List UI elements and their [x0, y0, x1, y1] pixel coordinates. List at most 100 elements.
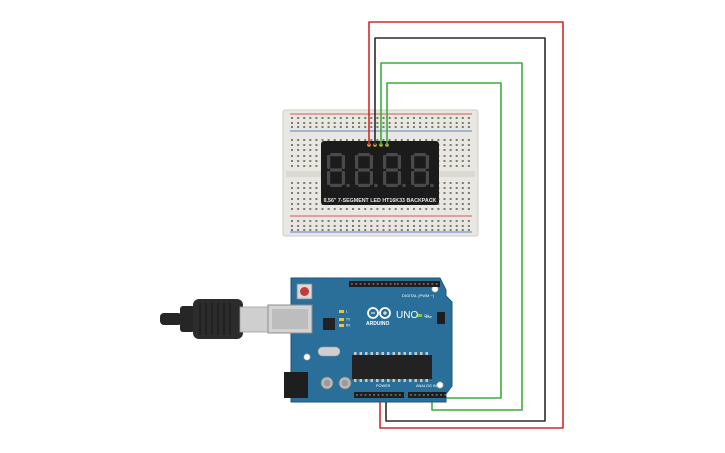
- breadboard-hole: [449, 229, 452, 231]
- breadboard-hole: [309, 139, 312, 141]
- usb-plug-grip: [199, 303, 231, 335]
- segment-b: [397, 155, 401, 169]
- breadboard-hole: [333, 220, 336, 222]
- breadboard-hole: [455, 208, 458, 210]
- breadboard-hole: [413, 229, 415, 231]
- breadboard-hole: [376, 139, 379, 141]
- chip-pin: [359, 352, 362, 355]
- segment-g: [330, 168, 342, 172]
- breadboard-hole: [291, 149, 293, 151]
- breadboard-hole: [455, 144, 458, 146]
- digital-header-right[interactable]: [395, 281, 440, 287]
- breadboard-hole: [315, 208, 318, 210]
- analog-label: ANALOG IN: [416, 384, 437, 388]
- breadboard-hole: [352, 139, 354, 141]
- breadboard-hole: [388, 117, 391, 119]
- breadboard-hole: [437, 208, 440, 210]
- breadboard-hole: [461, 139, 464, 141]
- usb-cable-strain-relief: [160, 313, 182, 325]
- breadboard-hole: [455, 155, 458, 157]
- segment-d: [386, 183, 398, 187]
- breadboard-hole: [425, 229, 428, 231]
- wire-green-sda-a4[interactable]: [380, 62, 523, 411]
- seven-segment-display[interactable]: 0.56" 7-SEGMENT LED HT16K33 BACKPACK: [321, 141, 439, 205]
- breadboard-hole: [309, 187, 312, 189]
- breadboard-hole: [443, 160, 446, 162]
- usb-cable[interactable]: [160, 299, 271, 339]
- breadboard-hole: [419, 208, 422, 210]
- mount-hole: [303, 353, 311, 361]
- breadboard-hole: [327, 208, 330, 210]
- segment-g: [358, 168, 370, 172]
- breadboard-hole: [321, 122, 324, 124]
- header-pin-hole: [381, 283, 383, 285]
- breadboard-hole: [425, 208, 428, 210]
- crystal-oscillator: [317, 346, 341, 357]
- breadboard-hole: [358, 208, 361, 210]
- breadboard-hole: [321, 126, 324, 128]
- breadboard-hole: [437, 225, 440, 227]
- segment-b: [341, 155, 345, 169]
- decimal-point: [430, 183, 434, 188]
- header-pin-hole: [368, 283, 370, 285]
- breadboard-hole: [333, 126, 336, 128]
- icsp-header[interactable]: [437, 312, 445, 324]
- breadboard-hole: [309, 117, 312, 119]
- breadboard-hole: [333, 139, 336, 141]
- breadboard-hole: [467, 229, 470, 231]
- header-pin-hole: [418, 394, 421, 396]
- breadboard-hole: [291, 208, 293, 210]
- dc-power-jack[interactable]: [284, 372, 308, 398]
- segment-c: [397, 171, 401, 185]
- breadboard-hole: [303, 220, 306, 222]
- breadboard-hole: [291, 165, 293, 167]
- analog-header[interactable]: [408, 392, 446, 398]
- wire-black-gnd[interactable]: [374, 37, 546, 422]
- breadboard-hole: [327, 117, 330, 119]
- arduino-uno-board[interactable]: ICSP L TX RX ON ARDUINO UNO DIGITAL (PWM…: [267, 277, 453, 403]
- breadboard-hole: [321, 229, 324, 231]
- header-pin-hole: [356, 394, 358, 396]
- capacitor-top: [323, 379, 331, 387]
- breadboard-hole: [345, 126, 348, 128]
- breadboard-hole: [449, 117, 452, 119]
- breadboard-hole: [345, 220, 348, 222]
- breadboard-hole: [413, 225, 415, 227]
- breadboard-hole: [339, 220, 342, 222]
- header-pin-hole: [444, 394, 447, 396]
- decimal-point: [374, 183, 378, 188]
- breadboard-hole: [303, 192, 306, 194]
- digit-2: [355, 153, 378, 188]
- breadboard-hole: [339, 139, 342, 141]
- breadboard-hole: [297, 144, 300, 146]
- breadboard-hole: [297, 203, 300, 205]
- header-pin-hole: [418, 283, 421, 285]
- breadboard-hole: [455, 225, 458, 227]
- breadboard-hole: [449, 144, 452, 146]
- breadboard-hole: [303, 149, 306, 151]
- chip-pin: [359, 379, 362, 382]
- header-pin-hole: [381, 394, 384, 396]
- breadboard-hole: [425, 139, 428, 141]
- power-label: POWER: [376, 384, 391, 388]
- breadboard-hole: [370, 122, 373, 124]
- breadboard-hole: [437, 220, 440, 222]
- breadboard-hole: [309, 203, 312, 205]
- header-pin-hole: [368, 394, 371, 396]
- breadboard-hole: [315, 149, 318, 151]
- breadboard-hole: [315, 155, 318, 157]
- led-on: [417, 314, 422, 317]
- breadboard-hole: [437, 122, 440, 124]
- segment-f: [411, 155, 415, 169]
- breadboard-hole: [370, 117, 373, 119]
- breadboard-hole: [406, 220, 409, 222]
- wire-red-vcc-5v[interactable]: [368, 21, 564, 429]
- breadboard-hole: [467, 182, 470, 184]
- chip-pin: [414, 379, 417, 382]
- breadboard-hole: [376, 117, 379, 119]
- chip-pin: [376, 352, 379, 355]
- breadboard-hole: [400, 229, 403, 231]
- breadboard-hole: [321, 139, 324, 141]
- breadboard-hole: [455, 165, 458, 167]
